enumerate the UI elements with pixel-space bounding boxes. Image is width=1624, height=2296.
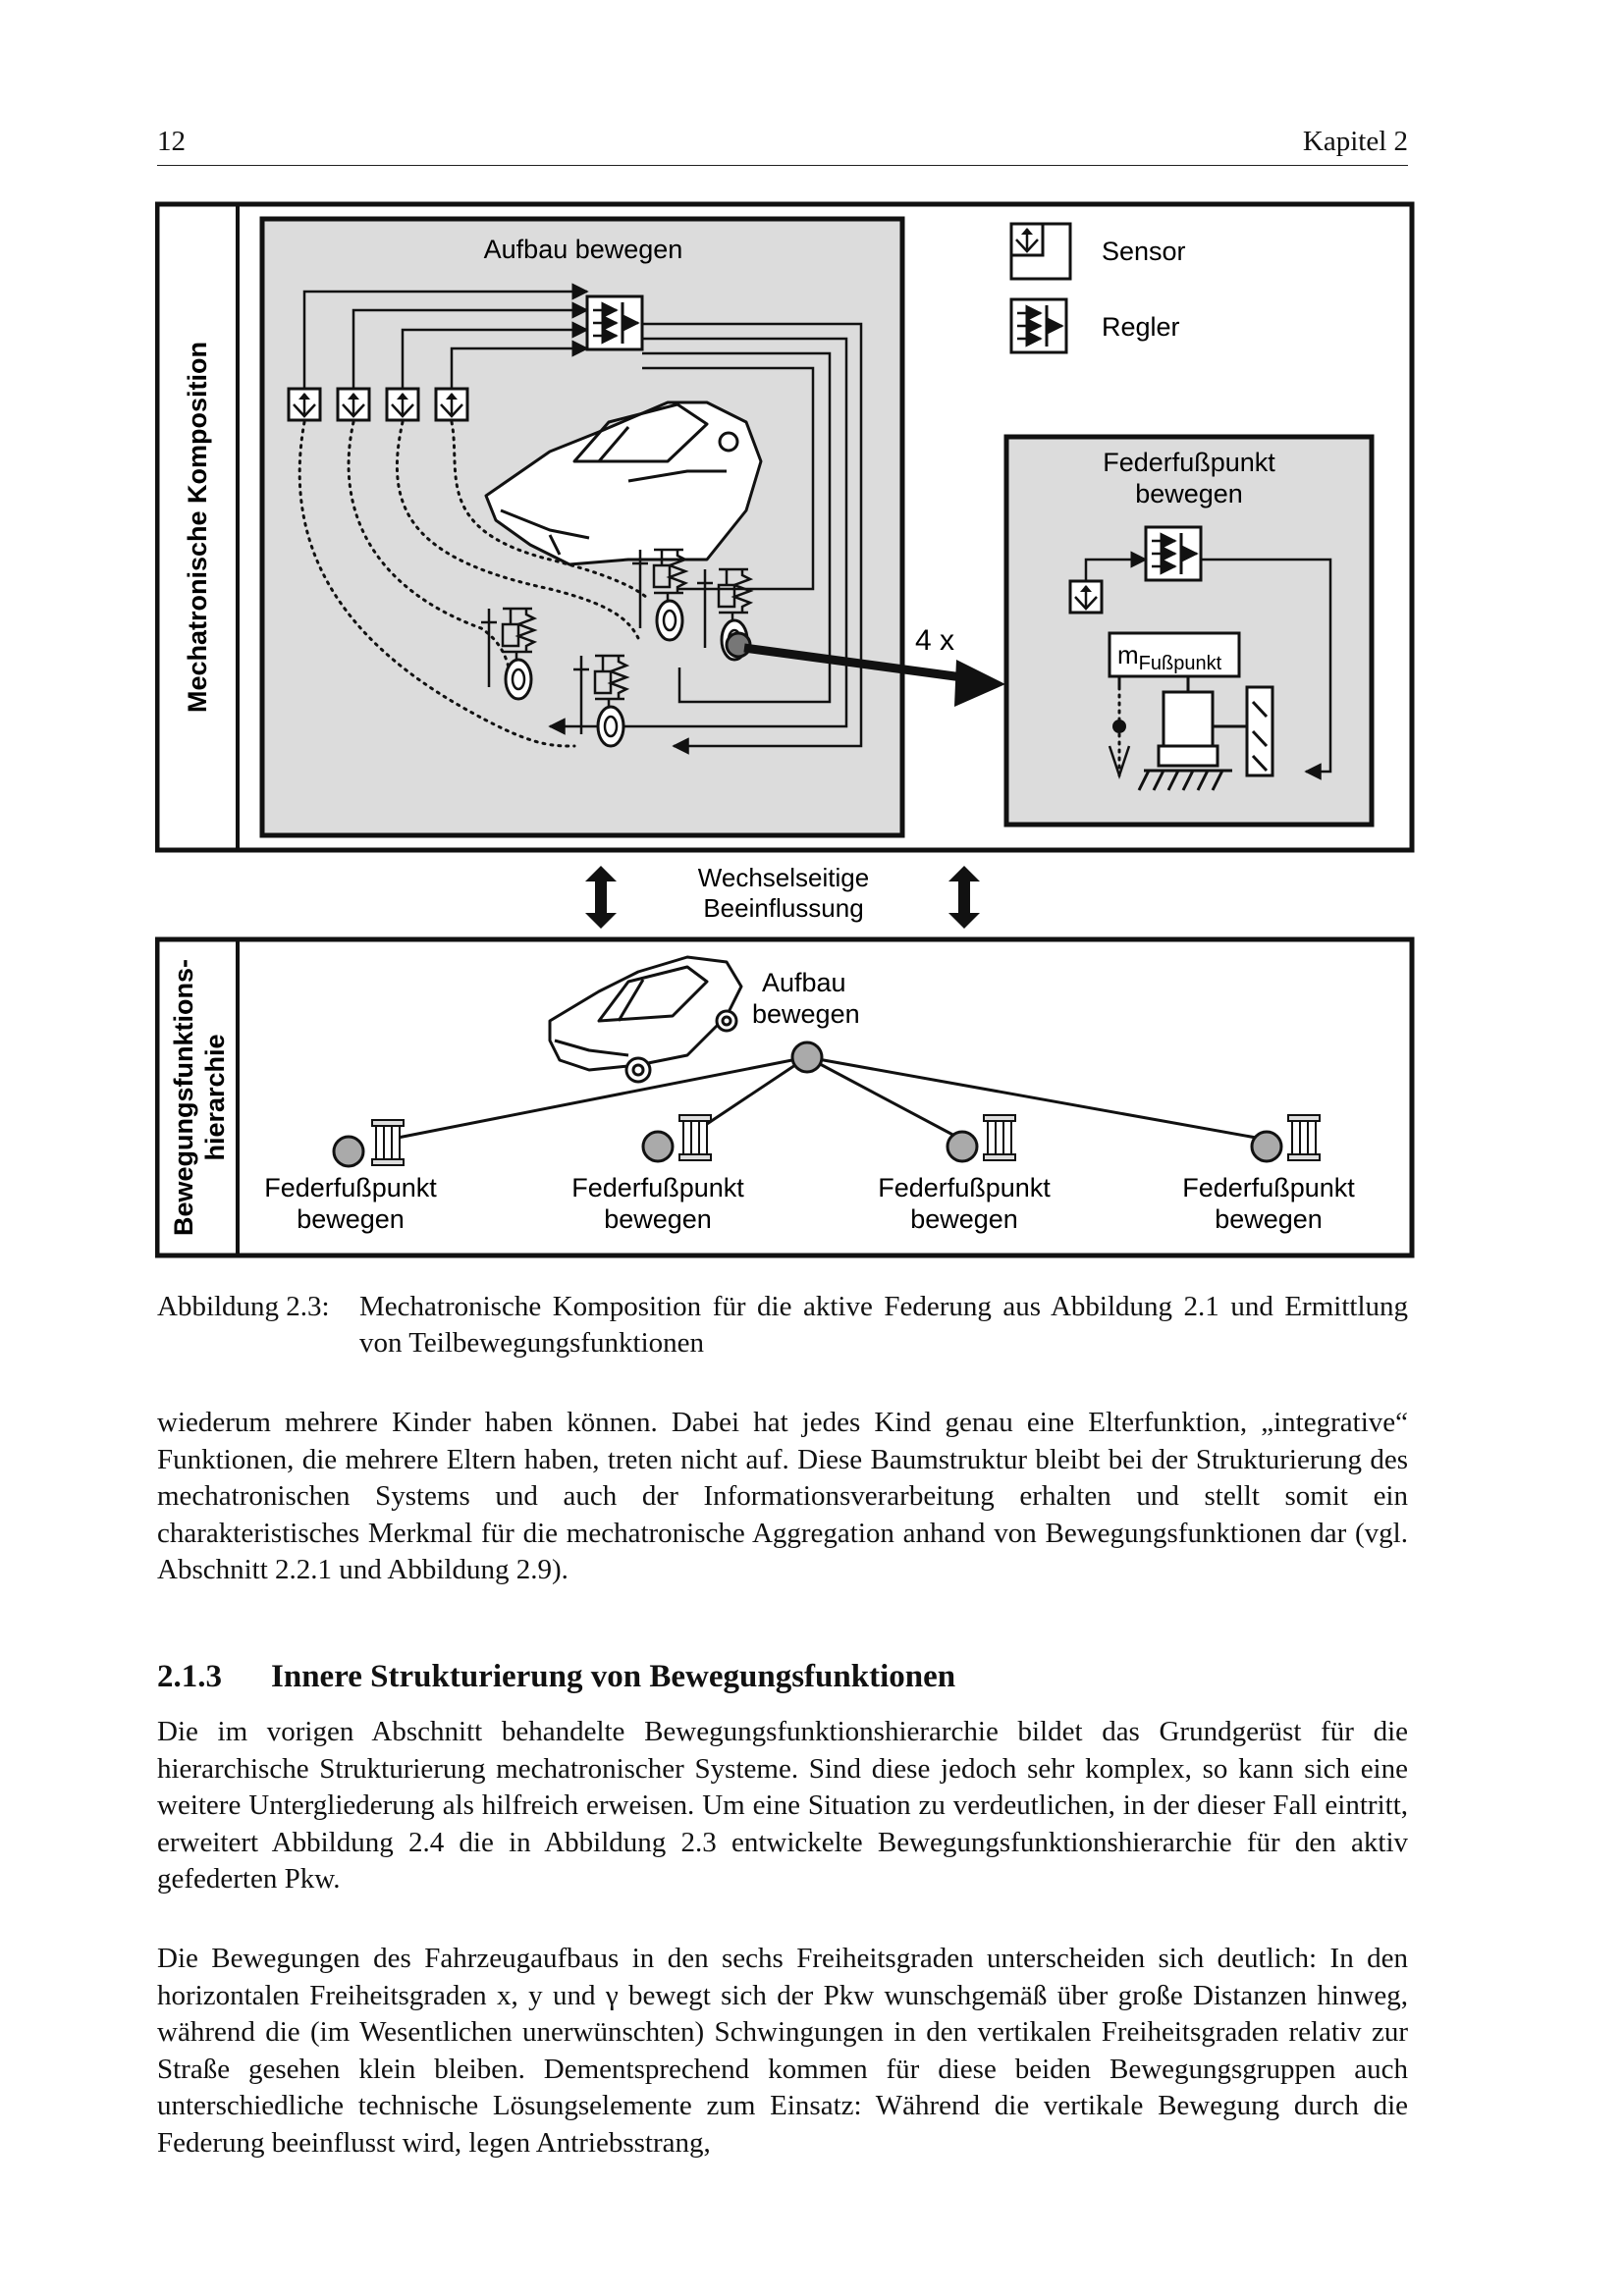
strut-icon <box>371 1119 405 1166</box>
leaf-node <box>332 1135 365 1168</box>
regler-icon <box>1146 527 1201 580</box>
caption-label: Abbildung 2.3: <box>157 1291 330 1322</box>
multiplier-label: 4 x <box>915 624 954 657</box>
hydraulic-actuator <box>1137 676 1274 791</box>
mass-label: mFußpunkt <box>1117 640 1222 674</box>
top-side-label: Mechatronische Komposition <box>183 342 212 713</box>
leaf-node <box>1250 1130 1283 1163</box>
regler-legend-icon <box>1011 299 1066 352</box>
sensor-measurement-lines <box>298 420 650 748</box>
car-illustration <box>484 400 763 566</box>
paragraph-1: wiederum mehrere Kinder haben können. Da… <box>157 1407 1408 1585</box>
interaction-label-line2: Beeinflussung <box>703 893 863 923</box>
page-number: 12 <box>157 126 186 157</box>
leaf-label-line1: Federfußpunkt <box>571 1173 744 1202</box>
leaf-label-line2: bewegen <box>910 1204 1018 1234</box>
leaf-label-line2: bewegen <box>604 1204 712 1234</box>
car-small-illustration <box>548 955 743 1084</box>
right-title-line2: bewegen <box>1135 479 1243 508</box>
regler-icon <box>587 296 642 349</box>
section-title: Innere Strukturierung von Bewegungsfunkt… <box>271 1659 956 1694</box>
root-label-line1: Aufbau <box>762 968 846 997</box>
legend-regler-label: Regler <box>1102 312 1180 342</box>
mass-box <box>1108 631 1241 678</box>
strut-icon <box>983 1114 1016 1161</box>
leaf-label-line2: bewegen <box>1215 1204 1323 1234</box>
root-label-line2: bewegen <box>752 999 860 1029</box>
motion-function-hierarchy-panel: Bewegungsfunktions- hierarchie Aufbau be… <box>155 936 1415 1258</box>
leaf-label-line1: Federfußpunkt <box>1182 1173 1355 1202</box>
right-title-line1: Federfußpunkt <box>1103 448 1275 477</box>
figure-caption: Abbildung 2.3: Mechatronische Kompositio… <box>157 1289 1408 1362</box>
mechatronic-composition-panel: Mechatronische Komposition Aufbau bewege… <box>155 201 1415 853</box>
interaction-arrows <box>585 866 980 929</box>
leaf-node <box>641 1130 675 1163</box>
interaction-label-line1: Wechselseitige <box>698 863 869 892</box>
leaf-label-line2: bewegen <box>297 1204 405 1234</box>
section-number: 2.1.3 <box>157 1659 222 1694</box>
section-heading: 2.1.3 Innere Strukturierung von Bewegungs… <box>157 1659 955 1695</box>
sensor-icon <box>385 387 420 422</box>
expansion-arrow <box>743 643 963 682</box>
bottom-side-label-line2: hierarchie <box>200 1034 230 1160</box>
page-header: 12 Kapitel 2 <box>157 126 1408 166</box>
root-node <box>790 1041 824 1074</box>
main-title: Aufbau bewegen <box>484 235 683 264</box>
leaf-label-line1: Federfußpunkt <box>878 1173 1051 1202</box>
caption-text: Mechatronische Komposition für die aktiv… <box>359 1291 1408 1359</box>
paragraph-2: Die im vorigen Abschnitt behandelte Bewe… <box>157 1716 1408 1895</box>
leaf-label-line1: Federfußpunkt <box>264 1173 437 1202</box>
sensor-icon <box>287 387 322 422</box>
sensor-icon <box>336 387 371 422</box>
leaf-node <box>946 1130 979 1163</box>
strut-icon <box>678 1114 712 1161</box>
sensor-legend-icon <box>1009 222 1045 257</box>
bottom-side-label-line1: Bewegungsfunktions- <box>169 959 198 1236</box>
paragraph-3: Die Bewegungen des Fahrzeugaufbaus in de… <box>157 1943 1408 2159</box>
strut-icon <box>1287 1114 1321 1161</box>
sensor-icon <box>434 387 469 422</box>
figure-mechatronic-composition: Mechatronische Komposition Aufbau bewege… <box>155 201 1415 1258</box>
chapter-title: Kapitel 2 <box>1302 126 1408 157</box>
legend-sensor-label: Sensor <box>1102 237 1186 266</box>
sensor-icon <box>1068 579 1104 614</box>
